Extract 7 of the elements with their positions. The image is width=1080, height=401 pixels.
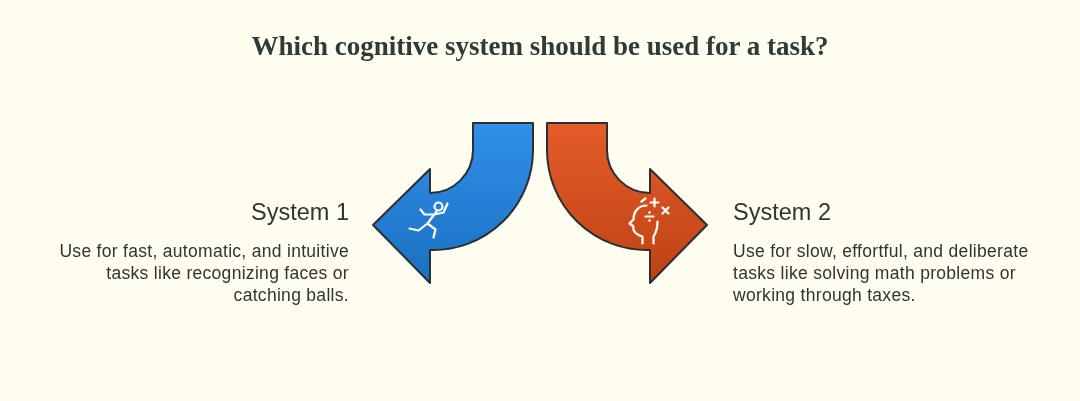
heading: System 2 xyxy=(733,198,831,226)
heading: System 1 xyxy=(251,198,349,226)
description-text: Use for slow, effortful, and deliberate tasks like solving math problems or working through taxes. xyxy=(733,240,1030,306)
curved-arrow xyxy=(372,122,534,284)
title: Which cognitive system should be used for a task? xyxy=(251,30,829,63)
curved-arrow xyxy=(546,122,708,284)
description-text: Use for fast, automatic, and intuitive tasks like recognizing faces or catching balls. xyxy=(58,240,349,306)
